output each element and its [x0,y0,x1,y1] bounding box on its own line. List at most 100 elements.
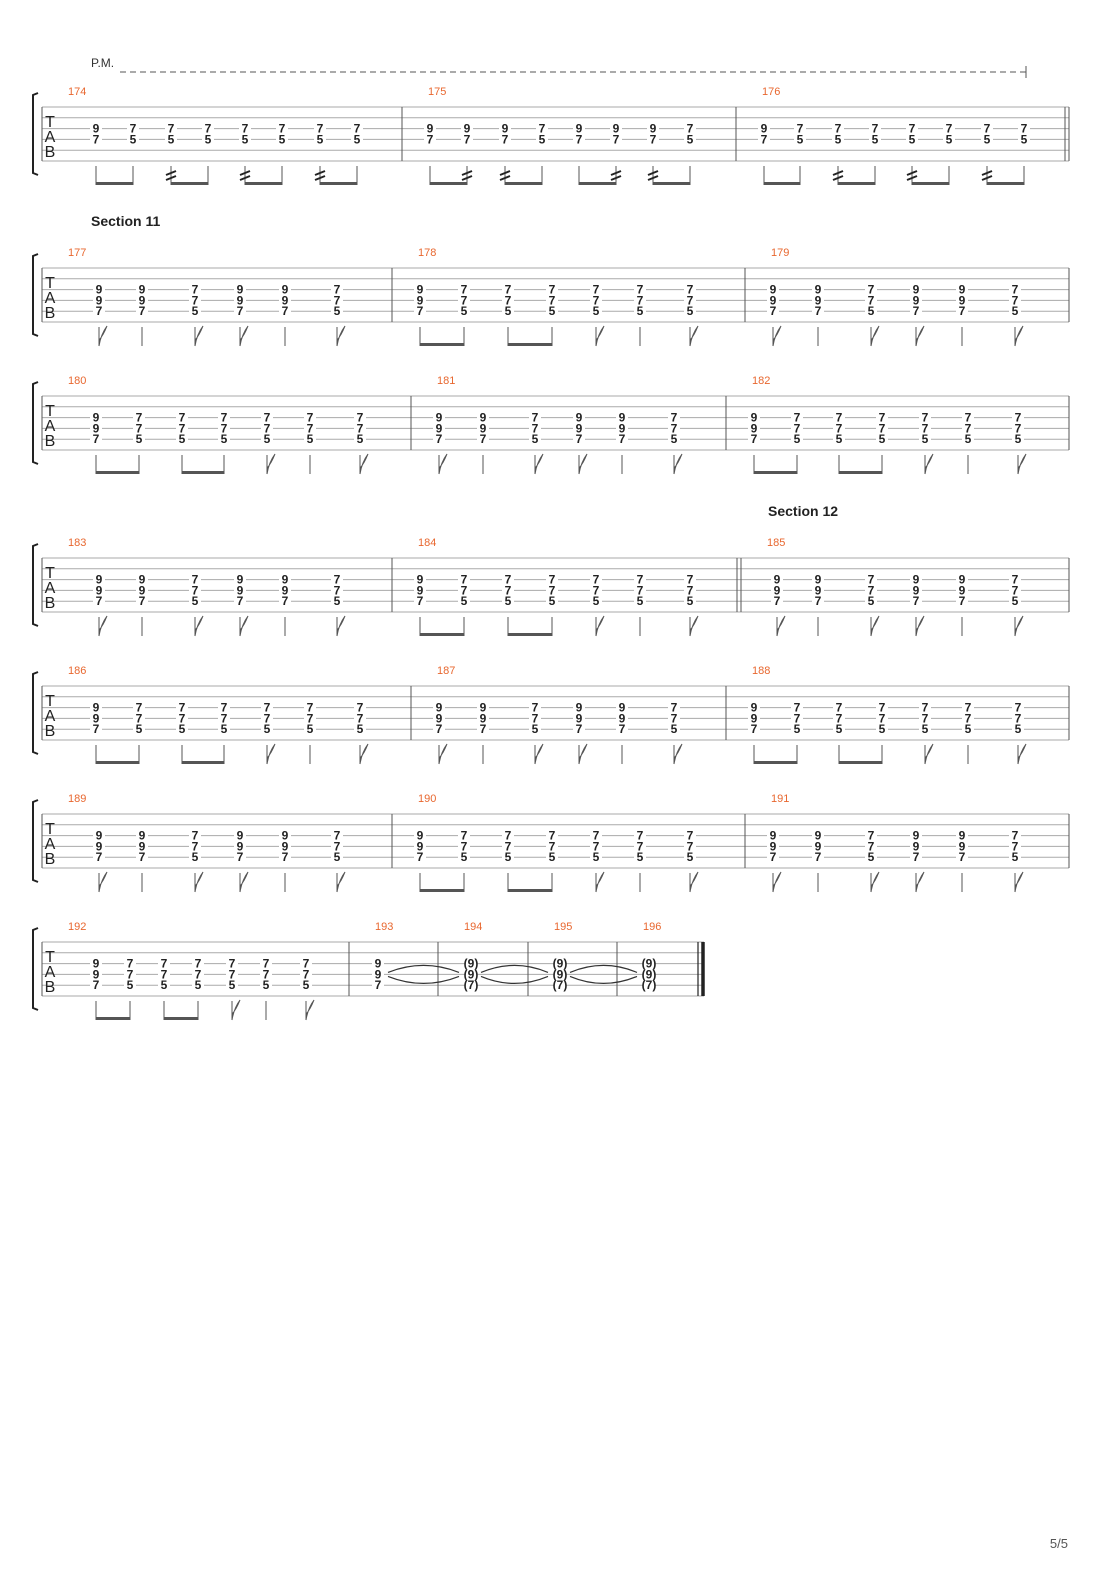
fret-mask [546,830,558,842]
fret-mask [962,423,974,435]
fret-mask [684,841,696,853]
fret-mask [90,980,102,992]
fret-mask [634,284,646,296]
fret-number: 9 [774,583,781,597]
fret-number: 7 [179,411,186,425]
fret-mask [354,713,366,725]
fret-mask [832,134,844,146]
fret-mask [919,423,931,435]
fret-number: 7 [139,304,146,318]
measure-number: 181 [437,375,455,387]
fret-mask [124,969,136,981]
fret-mask [458,596,470,608]
fret-number: 7 [282,304,289,318]
fret-mask [465,980,477,992]
fret-mask [956,306,968,318]
beam [96,182,133,185]
tremolo-slash [314,170,326,176]
eighth-flag [534,743,544,765]
fret-mask [546,596,558,608]
fret-number: 7 [179,701,186,715]
fret-number: 9 [436,411,443,425]
eighth-flag [915,325,925,347]
beam [579,182,616,185]
fret-number: 7 [205,122,212,136]
fret-number: 7 [192,583,199,597]
fret-number: 7 [532,411,539,425]
fret-number: 5 [868,594,875,608]
fret-mask [414,596,426,608]
fret-number: 7 [357,711,364,725]
fret-mask [791,702,803,714]
fret-mask [260,980,272,992]
fret-number: 7 [317,122,324,136]
fret-number: 9 [139,583,146,597]
fret-number: 7 [687,293,694,307]
fret-number: 9 [774,573,781,587]
fret-mask [314,134,326,146]
fret-mask [529,713,541,725]
tab-clef-letter: T [45,821,55,838]
fret-number: 7 [417,850,424,864]
fret-mask [433,434,445,446]
eighth-flag [1014,871,1024,893]
fret-number: 5 [168,132,175,146]
measure-number: 190 [418,793,436,805]
fret-mask [554,980,566,992]
tab-clef-letter: A [45,708,56,725]
fret-mask [433,412,445,424]
fret-mask [304,423,316,435]
fret-number: 9 [237,839,244,853]
fret-number: 9 [464,122,471,136]
fret-number: 7 [192,293,199,307]
fret-mask [136,306,148,318]
fret-mask [136,295,148,307]
fret-mask [90,412,102,424]
fret-number: 7 [93,132,100,146]
fret-number: 5 [532,722,539,736]
eighth-flag [689,325,699,347]
fret-number: 5 [130,132,137,146]
eighth-flag [1014,325,1024,347]
fret-number: 7 [1015,701,1022,715]
measure-number: 177 [68,247,86,259]
fret-mask [372,969,384,981]
fret-number: 7 [593,839,600,853]
fret-number: 9 [959,573,966,587]
fret-mask [956,295,968,307]
fret-mask [165,134,177,146]
fret-mask [919,434,931,446]
measure-number: 175 [428,86,446,98]
fret-mask [239,134,251,146]
fret-mask [127,134,139,146]
fret-mask [90,958,102,970]
fret-number: 7 [192,839,199,853]
fret-mask [546,284,558,296]
fret-number: 7 [221,411,228,425]
fret-number: 5 [264,432,271,446]
fret-mask [573,412,585,424]
beam [420,633,464,636]
fret-number: 7 [576,432,583,446]
fret-number: 9 [93,421,100,435]
tab-clef-letter: T [45,114,55,131]
fret-mask [791,713,803,725]
fret-number: 9 [375,957,382,971]
measure-number: 179 [771,247,789,259]
fret-number: 7 [229,967,236,981]
fret-number: 9 [237,283,244,297]
fret-number: 9 [139,829,146,843]
tab-clef-letter: A [45,964,56,981]
fret-mask [458,295,470,307]
fret-mask [748,423,760,435]
fret-mask [865,852,877,864]
fret-number: 5 [317,132,324,146]
eighth-flag [359,453,369,475]
fret-number: 7 [242,122,249,136]
fret-mask [189,830,201,842]
fret-mask [616,724,628,736]
fret-mask [668,724,680,736]
fret-mask [684,123,696,135]
fret-mask [502,574,514,586]
fret-mask [634,830,646,842]
